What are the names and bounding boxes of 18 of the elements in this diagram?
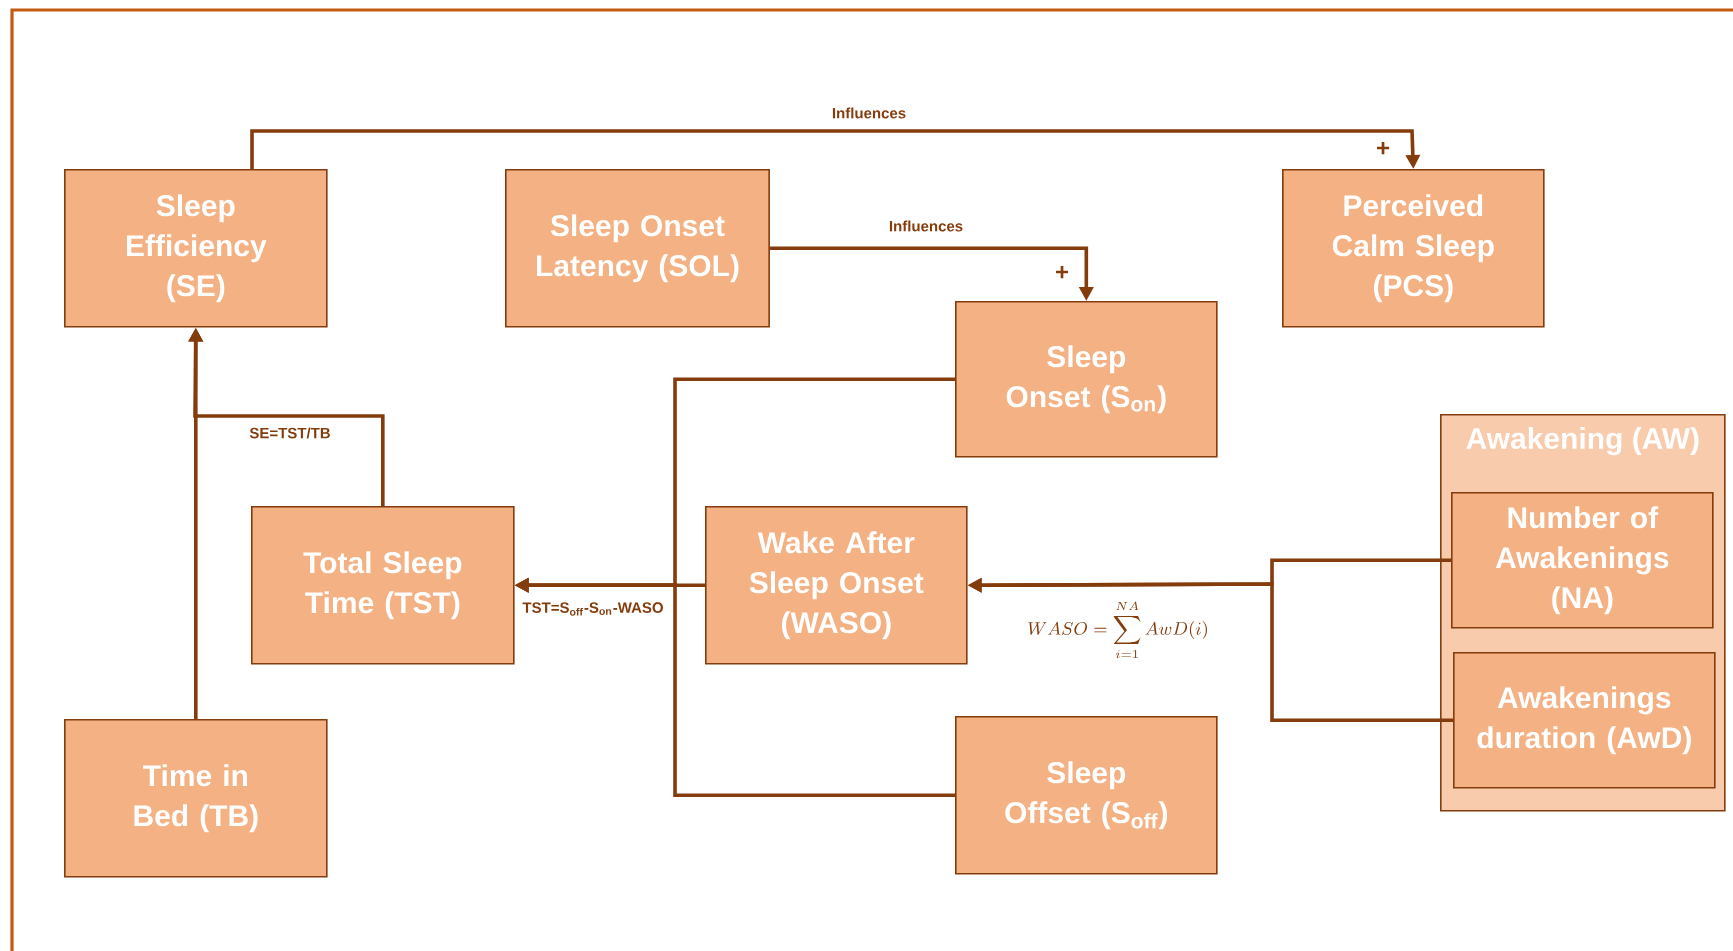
formula-label: $WASO=\sum_{i=1}^{NA} AwD(i)$ bbox=[1028, 601, 1207, 659]
edge-label: TST=S$_{off}$-S$_{on}$-WASO bbox=[520, 600, 666, 618]
edge-label: Influences bbox=[886, 218, 966, 234]
plus-sign: + bbox=[1377, 141, 1390, 155]
edge-label: SE=TST/TB bbox=[247, 425, 333, 441]
process-box: Sleep Onset Latency (SOL) bbox=[505, 169, 770, 328]
process-box: Time in Bed (TB) bbox=[64, 719, 328, 878]
process-box: Sleep Efficiency (SE) bbox=[64, 169, 328, 328]
process-box: Awakenings duration (AwD) bbox=[1453, 652, 1716, 789]
arrow bbox=[250, 129, 1421, 169]
process-box: Number of Awakenings (NA) bbox=[1451, 492, 1714, 629]
process-box: Sleep Offset (S$_{off}$) bbox=[955, 716, 1218, 875]
process-box: Total Sleep Time (TST) bbox=[251, 506, 515, 665]
process-box: Sleep Onset (S$_{on}$) bbox=[955, 301, 1218, 458]
process-box: Wake After Sleep Onset (WASO) bbox=[705, 506, 968, 665]
process-box: Perceived Calm Sleep (PCS) bbox=[1282, 169, 1545, 328]
edge-label: Influences bbox=[829, 105, 909, 121]
plus-sign: + bbox=[1056, 265, 1069, 279]
